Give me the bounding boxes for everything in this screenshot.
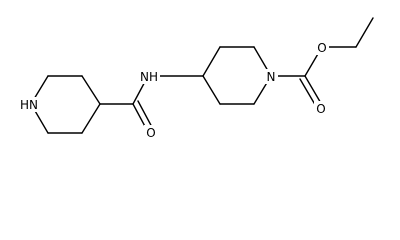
bond-carbamate-o-double-a (304, 75, 323, 106)
atom-labels: HN NH O N O O (18, 40, 329, 140)
atom-label-ester-o-single: O (317, 41, 326, 55)
atom-label-piperidine-nh: HN (20, 98, 38, 112)
atom-label-ring-n: N (267, 70, 276, 84)
bond-ch2-ch3 (355, 17, 374, 48)
bond-rc4-rc3a (202, 46, 221, 77)
bond-carbonyl-o-b (137, 100, 154, 130)
bond-c2-c3 (81, 75, 101, 105)
atom-label-ester-o-double: O (316, 102, 325, 116)
bond-rc3b-rc4 (202, 75, 221, 105)
chemical-structure: HN NH O N O O (18, 17, 374, 140)
atom-label-amide-nh: NH (140, 70, 158, 84)
bond-c3-c4 (81, 103, 101, 134)
atom-label-amide-o: O (146, 126, 155, 140)
